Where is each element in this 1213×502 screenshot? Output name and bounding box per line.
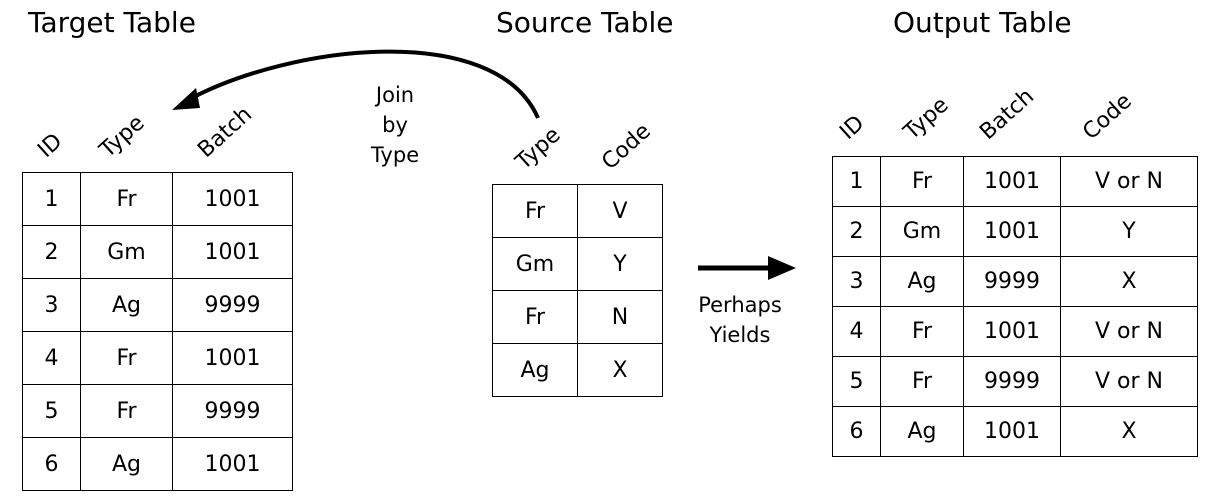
output-table-body: 1 Fr 1001 V or N 2 Gm 1001 Y 3 Ag 9999 X… bbox=[832, 156, 1198, 457]
table-cell: Gm bbox=[80, 225, 173, 279]
table-row: Fr V bbox=[492, 184, 663, 238]
table-cell: 1001 bbox=[963, 206, 1061, 257]
table-cell: 5 bbox=[832, 356, 881, 407]
table-cell: 6 bbox=[22, 437, 81, 491]
table-cell: 1001 bbox=[172, 437, 293, 491]
table-cell: 1001 bbox=[963, 156, 1061, 207]
table-cell: Y bbox=[1060, 206, 1198, 257]
table-cell: V or N bbox=[1060, 306, 1198, 357]
table-cell: Fr bbox=[80, 172, 173, 226]
table-row: 6 Ag 1001 bbox=[22, 437, 293, 491]
table-cell: Fr bbox=[492, 184, 578, 238]
table-cell: X bbox=[577, 343, 663, 397]
output-table: 1 Fr 1001 V or N 2 Gm 1001 Y 3 Ag 9999 X… bbox=[832, 156, 1198, 457]
table-row: 1 Fr 1001 bbox=[22, 172, 293, 226]
table-row: Gm Y bbox=[492, 237, 663, 291]
target-table-title: Target Table bbox=[28, 6, 196, 39]
table-cell: 1 bbox=[832, 156, 881, 207]
table-cell: 9999 bbox=[172, 278, 293, 332]
table-cell: 2 bbox=[832, 206, 881, 257]
yield-arrow bbox=[698, 256, 796, 280]
table-cell: 3 bbox=[832, 256, 881, 307]
table-row: Fr N bbox=[492, 290, 663, 344]
table-cell: X bbox=[1060, 256, 1198, 307]
table-row: 2 Gm 1001 Y bbox=[832, 206, 1198, 257]
join-note-line2: by bbox=[382, 113, 408, 137]
table-row: 4 Fr 1001 V or N bbox=[832, 306, 1198, 357]
target-table-body: 1 Fr 1001 2 Gm 1001 3 Ag 9999 4 Fr 1001 … bbox=[22, 172, 293, 491]
yield-note: Perhaps Yields bbox=[690, 290, 790, 350]
table-cell: 6 bbox=[832, 406, 881, 457]
table-cell: 1001 bbox=[172, 331, 293, 385]
table-cell: 9999 bbox=[172, 384, 293, 438]
table-cell: X bbox=[1060, 406, 1198, 457]
table-cell: 1001 bbox=[963, 306, 1061, 357]
table-cell: V or N bbox=[1060, 156, 1198, 207]
table-row: 3 Ag 9999 bbox=[22, 278, 293, 332]
table-cell: V bbox=[577, 184, 663, 238]
table-cell: 4 bbox=[832, 306, 881, 357]
table-cell: 1 bbox=[22, 172, 81, 226]
join-note-line1: Join bbox=[375, 83, 415, 107]
table-cell: 9999 bbox=[963, 356, 1061, 407]
table-row: 5 Fr 9999 V or N bbox=[832, 356, 1198, 407]
table-row: 2 Gm 1001 bbox=[22, 225, 293, 279]
source-table-title: Source Table bbox=[496, 6, 674, 39]
table-cell: Fr bbox=[492, 290, 578, 344]
source-table: Fr V Gm Y Fr N Ag X bbox=[492, 184, 663, 397]
table-cell: Fr bbox=[880, 306, 964, 357]
table-row: 5 Fr 9999 bbox=[22, 384, 293, 438]
table-cell: Gm bbox=[880, 206, 964, 257]
table-cell: 5 bbox=[22, 384, 81, 438]
join-arrow bbox=[172, 49, 540, 119]
yield-note-line2: Yields bbox=[709, 323, 771, 347]
table-row: Ag X bbox=[492, 343, 663, 397]
table-cell: Fr bbox=[80, 331, 173, 385]
table-row: 6 Ag 1001 X bbox=[832, 406, 1198, 457]
table-cell: 3 bbox=[22, 278, 81, 332]
table-cell: 1001 bbox=[172, 172, 293, 226]
table-cell: Fr bbox=[880, 156, 964, 207]
join-note: Join by Type bbox=[362, 80, 428, 170]
table-cell: 9999 bbox=[963, 256, 1061, 307]
table-cell: Y bbox=[577, 237, 663, 291]
table-cell: N bbox=[577, 290, 663, 344]
table-cell: Fr bbox=[80, 384, 173, 438]
table-cell: 2 bbox=[22, 225, 81, 279]
table-row: 1 Fr 1001 V or N bbox=[832, 156, 1198, 207]
table-cell: 4 bbox=[22, 331, 81, 385]
output-table-title: Output Table bbox=[893, 6, 1072, 39]
table-cell: 1001 bbox=[172, 225, 293, 279]
table-cell: 1001 bbox=[963, 406, 1061, 457]
table-cell: Ag bbox=[880, 406, 964, 457]
table-cell: Ag bbox=[80, 278, 173, 332]
yield-note-line1: Perhaps bbox=[698, 293, 782, 317]
table-cell: Ag bbox=[492, 343, 578, 397]
table-cell: Ag bbox=[80, 437, 173, 491]
join-note-line3: Type bbox=[370, 143, 420, 167]
table-cell: Fr bbox=[880, 356, 964, 407]
source-table-body: Fr V Gm Y Fr N Ag X bbox=[492, 184, 663, 397]
table-row: 3 Ag 9999 X bbox=[832, 256, 1198, 307]
table-cell: V or N bbox=[1060, 356, 1198, 407]
table-row: 4 Fr 1001 bbox=[22, 331, 293, 385]
target-table: 1 Fr 1001 2 Gm 1001 3 Ag 9999 4 Fr 1001 … bbox=[22, 172, 293, 491]
table-cell: Ag bbox=[880, 256, 964, 307]
table-cell: Gm bbox=[492, 237, 578, 291]
